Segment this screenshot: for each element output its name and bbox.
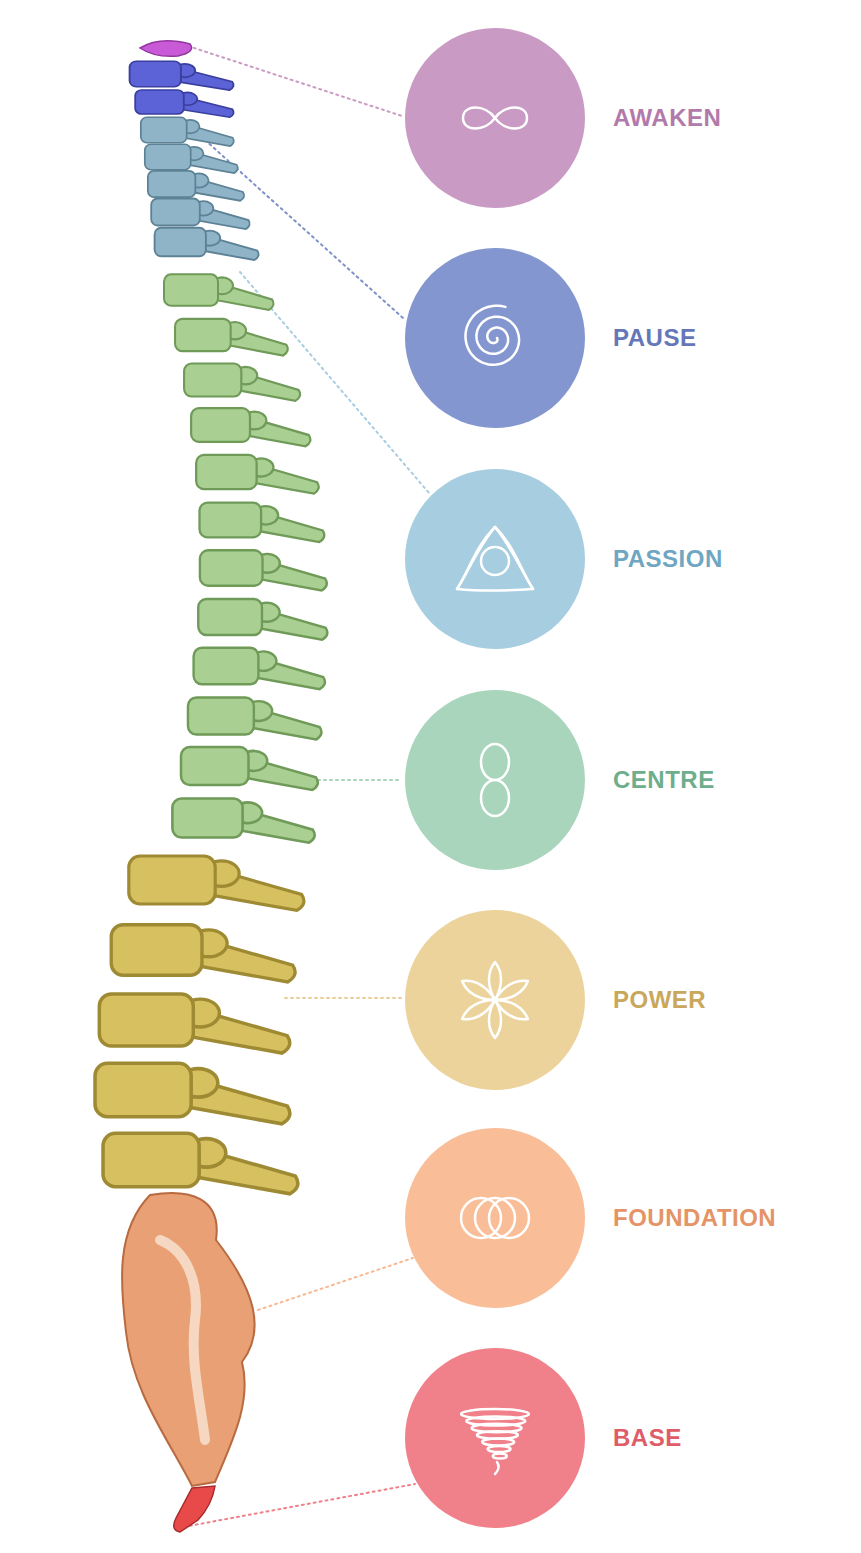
chakra-circle: FOUNDATION (405, 1128, 835, 1308)
node-label: POWER (613, 986, 706, 1015)
circle-icon (405, 1348, 585, 1528)
node-label: PAUSE (613, 324, 696, 353)
node-label: AWAKEN (613, 104, 721, 133)
chakra-circle: BASE (405, 1348, 835, 1528)
chakra-circle: AWAKEN (405, 28, 835, 208)
circle-icon (405, 469, 585, 649)
node-label: CENTRE (613, 766, 715, 795)
chakra-circle: PAUSE (405, 248, 835, 428)
chakra-circle: POWER (405, 910, 835, 1090)
node-label: PASSION (613, 545, 723, 574)
circle-icon (405, 910, 585, 1090)
chakra-circle: PASSION (405, 469, 835, 649)
circle-icon (405, 28, 585, 208)
circle-icon (405, 1128, 585, 1308)
chakra-circle: CENTRE (405, 690, 835, 870)
circle-icon (405, 248, 585, 428)
circle-icon (405, 690, 585, 870)
node-label: BASE (613, 1424, 682, 1453)
node-label: FOUNDATION (613, 1204, 776, 1233)
